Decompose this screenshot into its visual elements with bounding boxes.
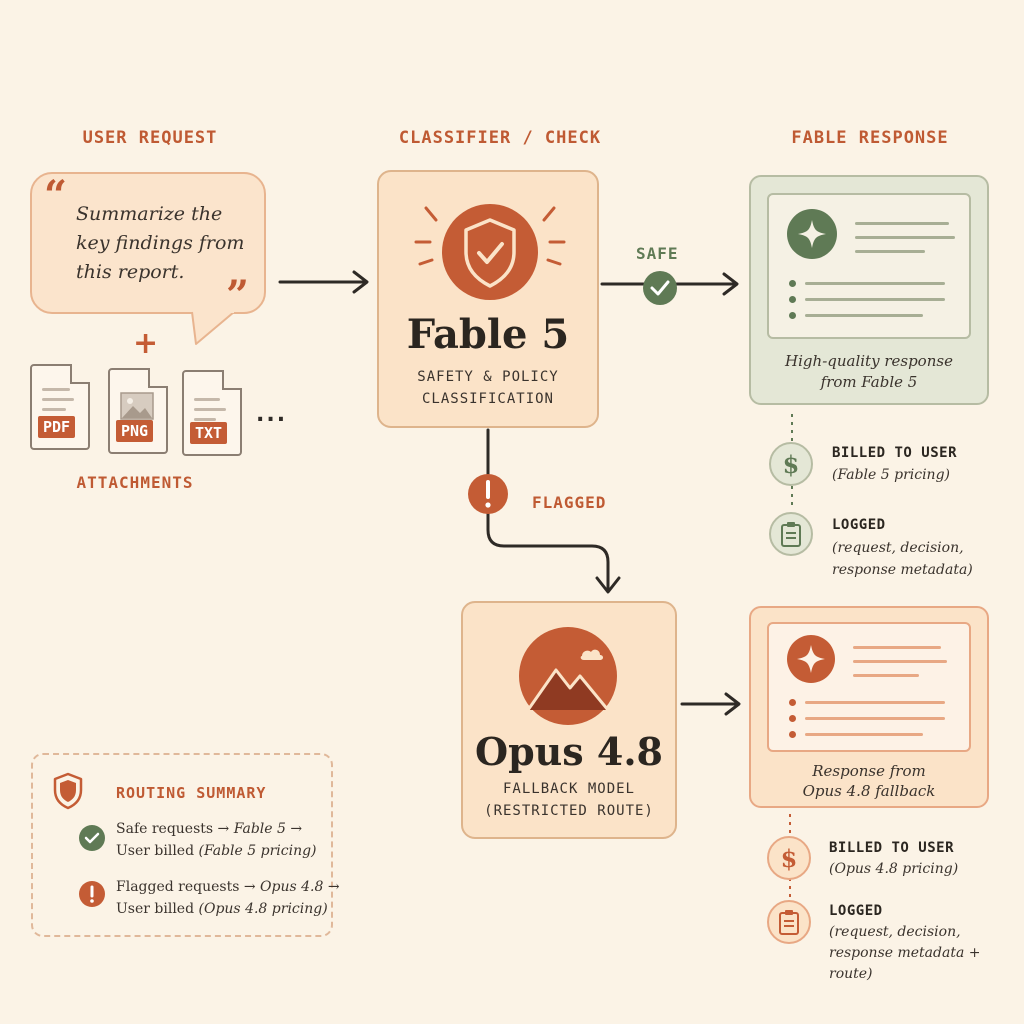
png-badge: PNG <box>116 420 154 442</box>
shield-check-icon <box>414 204 566 300</box>
flagged-label: FLAGGED <box>532 493 607 512</box>
sparkle-icon <box>787 209 837 259</box>
mountain-icon <box>519 627 617 725</box>
check-circle-icon <box>79 825 105 851</box>
opus-billed-sub: (Opus 4.8 pricing) <box>829 861 959 877</box>
dollar-icon: $ <box>767 836 811 880</box>
opus-billed-title: BILLED TO USER <box>829 840 955 856</box>
opus-caption-line1: Response from <box>812 762 926 780</box>
arrow-safe <box>600 271 739 305</box>
summary-safe-line2: User billed (Fable 5 pricing) <box>116 843 317 859</box>
png-file-icon: PNG <box>108 368 168 454</box>
txt-file-icon: TXT <box>182 370 242 456</box>
safe-caption-line2: from Fable 5 <box>820 373 918 391</box>
clipboard-icon <box>767 900 811 944</box>
routing-summary-box <box>31 753 333 937</box>
opus-model-name: Opus 4.8 <box>474 729 664 774</box>
opus-subtitle-line1: FALLBACK MODEL <box>502 781 635 797</box>
fable-model-name: Fable 5 <box>406 311 570 358</box>
summary-safe-line1: Safe requests → Fable 5 → <box>116 821 303 837</box>
arrow-opus-to-response <box>680 692 741 716</box>
opus-subtitle-line2: (RESTRICTED ROUTE) <box>484 803 654 819</box>
opus-logged-sub-line1: (request, decision, <box>829 924 961 940</box>
open-quote-icon: “ <box>44 172 68 219</box>
attachments-label: ATTACHMENTS <box>76 473 194 492</box>
sparkle-icon <box>787 635 835 683</box>
user-request-heading: USER REQUEST <box>82 128 218 148</box>
safe-label: SAFE <box>636 244 679 263</box>
arrow-flagged <box>468 428 621 594</box>
classifier-heading: CLASSIFIER / CHECK <box>398 128 602 148</box>
safe-logged-sub-line1: (request, decision, <box>832 540 964 556</box>
summary-flagged-line2: User billed (Opus 4.8 pricing) <box>116 901 328 917</box>
opus-logged-sub-line2: response metadata + route) <box>829 945 981 982</box>
request-bubble <box>30 172 266 314</box>
fable-subtitle-line2: CLASSIFICATION <box>421 391 554 407</box>
shield-icon <box>53 772 83 810</box>
arrow-request-to-classifier <box>278 270 369 294</box>
dollar-icon: $ <box>769 442 813 486</box>
safe-billed-title: BILLED TO USER <box>832 445 958 461</box>
alert-circle-icon <box>79 881 105 907</box>
clipboard-icon <box>769 512 813 556</box>
opus-caption-line2: Opus 4.8 fallback <box>802 782 936 800</box>
summary-flagged-line1: Flagged requests → Opus 4.8 → <box>116 879 340 895</box>
request-text: Summarize the key findings from this rep… <box>76 203 245 283</box>
routing-summary-title: ROUTING SUMMARY <box>116 784 267 802</box>
fable-response-heading: FABLE RESPONSE <box>791 128 949 148</box>
bubble-tail <box>191 300 235 345</box>
pdf-badge: PDF <box>38 416 76 438</box>
fable-subtitle-line1: SAFETY & POLICY <box>417 369 559 385</box>
plus-sign: + <box>133 326 159 361</box>
pdf-file-icon: PDF <box>30 364 90 450</box>
safe-logged-title: LOGGED <box>832 517 886 533</box>
safe-caption-line1: High-quality response <box>785 352 953 370</box>
txt-badge: TXT <box>190 422 228 444</box>
opus-logged-title: LOGGED <box>829 903 883 919</box>
safe-logged-sub-line2: response metadata) <box>832 562 973 578</box>
safe-billed-sub: (Fable 5 pricing) <box>832 467 950 483</box>
close-quote-icon: ” <box>226 272 250 319</box>
opus-dotted-connector <box>789 814 791 904</box>
more-attachments: ... <box>256 402 288 427</box>
